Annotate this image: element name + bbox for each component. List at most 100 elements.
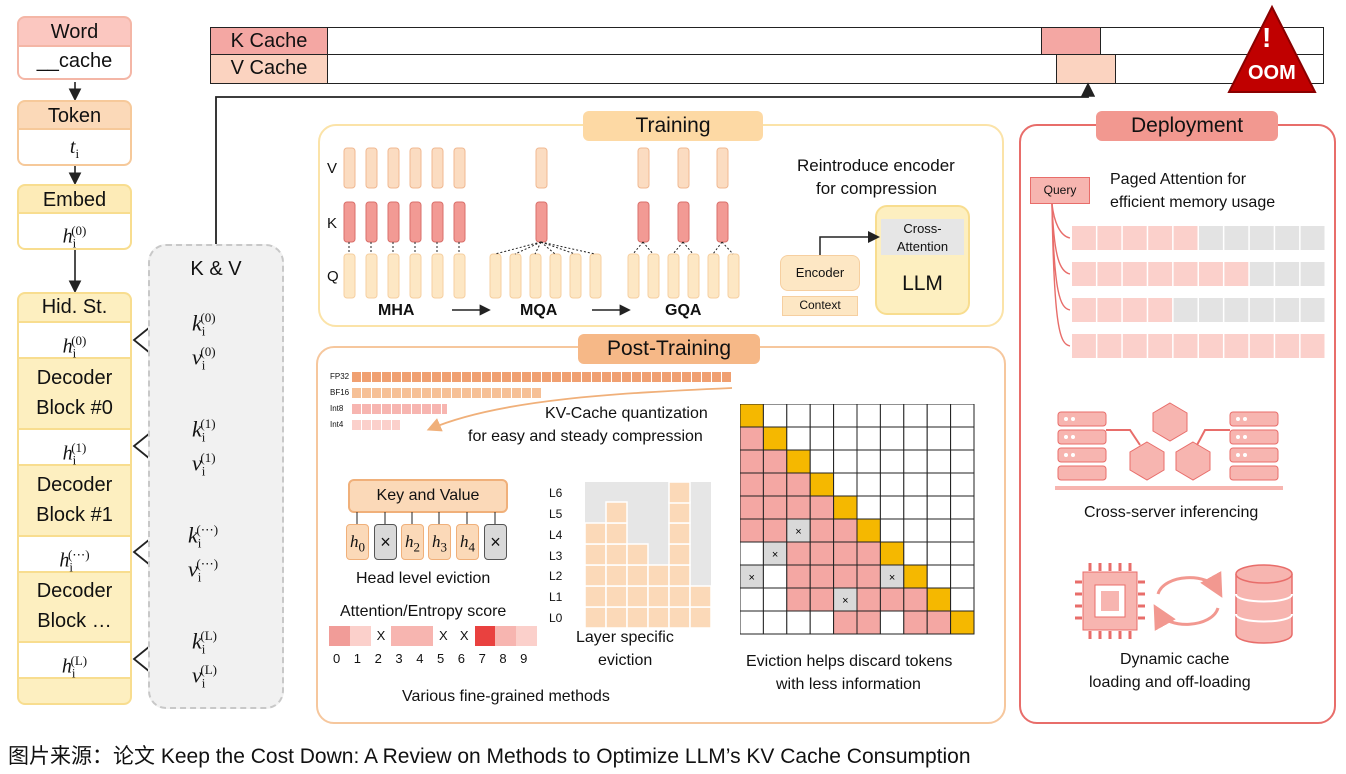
layer-eviction-grid — [585, 482, 712, 628]
mha-group — [343, 147, 466, 299]
matrix-cell — [786, 404, 811, 428]
page-block — [1249, 298, 1274, 322]
page-block — [1122, 334, 1147, 358]
kv-box — [148, 244, 284, 709]
page-block — [1173, 334, 1198, 358]
quant-int8: Int8 — [330, 404, 344, 413]
matrix-cell — [903, 472, 928, 497]
matrix-cell — [879, 495, 905, 520]
matrix-cell — [809, 564, 835, 589]
page-block — [1275, 298, 1300, 322]
score-cell-0 — [329, 626, 350, 646]
matrix-cell — [950, 610, 975, 635]
cross-attention-box — [881, 219, 964, 255]
page-block — [1173, 298, 1198, 322]
hidden-state-1: hi(1) — [17, 428, 132, 468]
matrix-cell — [762, 610, 788, 635]
encoder-label: Encoder — [795, 265, 845, 280]
v-vector-1: vi(1) — [192, 450, 216, 479]
score-title: Attention/Entropy score — [340, 603, 507, 620]
page-block — [1199, 298, 1223, 322]
llm-label: LLM — [902, 272, 943, 295]
page-block — [1199, 226, 1223, 250]
token-body: ti — [17, 130, 132, 166]
matrix-cell — [809, 610, 835, 635]
quant-bar-int8 — [352, 404, 447, 414]
row-label-v: V — [327, 160, 338, 177]
layer-l5: L5 — [549, 507, 563, 521]
matrix-cell — [786, 472, 811, 497]
matrix-cell — [856, 495, 881, 520]
matrix-cell — [856, 404, 881, 428]
layer-text-1: Layer specific — [576, 629, 674, 646]
score-cell-5: X — [432, 626, 454, 646]
v-cache-row — [210, 55, 1324, 84]
matrix-cell — [809, 404, 835, 428]
matrix-cell — [950, 404, 975, 428]
matrix-cell — [833, 426, 858, 451]
page-block — [1275, 262, 1300, 286]
hidden-state-mid: hi(⋯) — [17, 535, 132, 575]
matrix-cell — [833, 541, 858, 566]
decoder-block-0-line1: Decoder — [36, 367, 113, 389]
matrix-cell — [809, 472, 835, 497]
page-block — [1300, 334, 1325, 358]
decoder-block-1-line1: Decoder — [36, 474, 113, 496]
context-label: Context — [799, 298, 841, 312]
context-box — [782, 296, 858, 316]
matrix-cell — [740, 495, 764, 520]
key-value-box — [348, 479, 508, 513]
matrix-cell — [856, 541, 881, 566]
hidden-state-L: hi(L) — [17, 641, 132, 681]
decoder-block-1-line2: Block #1 — [36, 504, 113, 526]
matrix-cell — [762, 404, 788, 428]
page-block — [1148, 298, 1173, 322]
v-cache-fill — [1056, 55, 1116, 84]
deployment-title: Deployment — [1096, 111, 1278, 141]
matrix-cell — [950, 449, 975, 474]
oom-exclamation: ! — [1262, 22, 1272, 53]
page-block — [1122, 298, 1147, 322]
matrix-cell — [856, 587, 881, 612]
matrix-cell — [926, 518, 952, 543]
matrix-cell — [926, 426, 952, 451]
v-vector-0: vi(0) — [192, 344, 216, 373]
hidden-state-0: hi(0) — [17, 321, 132, 361]
various-methods: Various fine-grained methods — [402, 688, 610, 705]
oom-label: OOM — [1248, 62, 1296, 84]
matrix-cell — [926, 404, 952, 428]
matrix-cell — [903, 404, 928, 428]
matrix-cell — [786, 541, 811, 566]
k-cache-fill — [1041, 27, 1101, 55]
matrix-cell — [856, 564, 881, 589]
head-evicted-1: × — [374, 524, 397, 560]
mha-label: MHA — [378, 302, 415, 319]
k-vector-L: ki(L) — [192, 628, 217, 657]
k-cache-label: K Cache — [210, 27, 328, 55]
quant-int4: Int4 — [330, 420, 344, 429]
matrix-cell — [786, 564, 811, 589]
matrix-cell — [950, 541, 975, 566]
matrix-cell — [762, 495, 788, 520]
layer-l4: L4 — [549, 528, 563, 542]
word-head: Word — [17, 16, 132, 47]
page-block — [1148, 226, 1173, 250]
matrix-cell — [856, 449, 881, 474]
page-block — [1224, 334, 1249, 358]
kv-title: K & V — [190, 258, 242, 280]
matrix-cell — [833, 404, 858, 428]
matrix-cell — [762, 449, 788, 474]
matrix-cell — [740, 610, 764, 635]
page-block — [1148, 262, 1173, 286]
eviction-text-1: Eviction helps discard tokens — [746, 653, 953, 670]
matrix-cell — [926, 495, 952, 520]
quant-bar-bf16 — [352, 388, 542, 398]
quant-fp32: FP32 — [330, 372, 350, 381]
matrix-cell — [786, 449, 811, 474]
matrix-cell — [809, 587, 835, 612]
score-cell-6: X — [453, 626, 475, 646]
layer-l1: L1 — [549, 590, 563, 604]
decoder-stack — [17, 292, 132, 705]
page-block — [1097, 226, 1122, 250]
